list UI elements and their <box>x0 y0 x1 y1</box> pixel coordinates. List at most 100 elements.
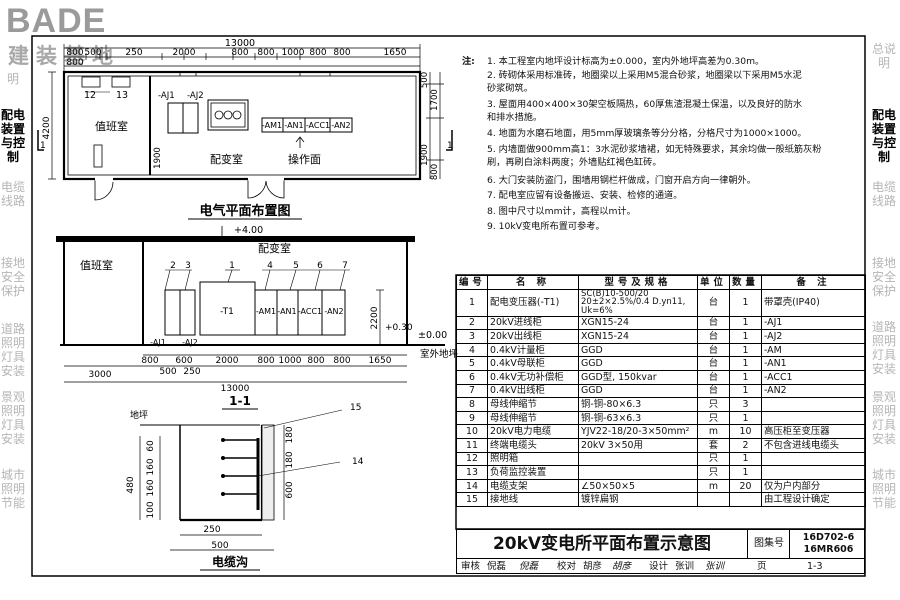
section-dim-5: 800 <box>307 356 324 366</box>
table-cell-name: 母线伸缩节 <box>487 397 579 412</box>
sidebar-left-item-notes[interactable]: 明 <box>6 72 19 86</box>
table-cell-no: 6 <box>456 369 488 385</box>
table-cell-qty: 1 <box>729 342 762 358</box>
trench-dim-left-4: 60 <box>146 440 156 452</box>
table-cell-spec: SC(B)10-500/20 20±2×2.5%/0.4 D.yn11, Uk=… <box>578 288 698 317</box>
sidebar-right-item-distribution[interactable]: 配电装置与控制 <box>871 108 896 164</box>
table-cell-remark: 仅为户内部分 <box>761 478 866 494</box>
check-signature: 胡彦 <box>612 561 632 572</box>
sidebar-left-item-distribution[interactable]: 配电装置与控制 <box>0 108 25 164</box>
sidebar-left-item-road-lighting[interactable]: 道路照明灯具安装 <box>0 322 25 378</box>
plan-section-mark-left: 1 <box>40 141 46 151</box>
table-cell-unit: 台 <box>697 369 730 385</box>
table-cell-unit <box>697 492 730 507</box>
sidebar-right-item-road-lighting[interactable]: 道路照明灯具安装 <box>871 320 896 376</box>
trench-dim-left-2: 160 <box>146 479 156 496</box>
sidebar-right-item-energy[interactable]: 城市照明节能 <box>871 468 896 510</box>
section-dim-4: 1000 <box>279 356 302 366</box>
sidebar-left-item-energy[interactable]: 城市照明节能 <box>0 468 25 510</box>
table-cell-remark: 由工程设计确定 <box>761 492 866 507</box>
trench-dim-left-0: 480 <box>126 476 136 493</box>
table-cell-qty: 1 <box>729 329 762 344</box>
plan-dim-5: 800 <box>257 48 274 58</box>
plan-dim-2: 250 <box>125 48 142 58</box>
col-remark-header: 备 注 <box>761 275 866 290</box>
plan-section-mark-right: 1 <box>447 141 453 151</box>
sidebar-right-item-cable[interactable]: 电缆线路 <box>871 180 896 208</box>
section-item-5: 5 <box>293 261 299 271</box>
table-cell-spec: GGD <box>578 356 698 371</box>
sidebar-left-item-landscape-lighting[interactable]: 景观照明灯具安装 <box>0 390 25 446</box>
plan-label-acc1: -ACC1 <box>306 121 330 130</box>
drawing-sheet: 13000 800 500 250 2000 800 800 1000 800 … <box>31 35 866 577</box>
section-item-1: 1 <box>229 261 235 271</box>
table-cell-qty: 1 <box>729 465 762 480</box>
table-cell-no: 14 <box>456 478 488 494</box>
section-dim-7: 1650 <box>369 356 392 366</box>
note-6: 6. 大门安装防盗门，围墙用钢栏杆做成，门窗开启方向一律朝外。 <box>487 175 756 186</box>
trench-dim-bottom-1: 500 <box>211 541 228 551</box>
table-cell-name: 0.4kV无功补偿柜 <box>487 369 579 385</box>
plan-view: 13000 800 500 250 2000 800 800 1000 800 … <box>37 38 453 220</box>
plan-sub-dim: 800 <box>66 58 83 68</box>
section-title: 1-1 <box>229 394 251 408</box>
section-item-4: 4 <box>267 261 273 271</box>
table-cell-unit: 台 <box>697 288 730 317</box>
plan-height-dim: 4200 <box>42 116 52 139</box>
plan-dim-7: 800 <box>309 48 326 58</box>
table-cell-remark <box>761 397 866 412</box>
table-cell-spec: YJV22-18/20-3×50mm² <box>578 424 698 439</box>
drawing-no-1: 16D702-6 <box>802 532 855 543</box>
sidebar-left-item-cable[interactable]: 电缆线路 <box>0 180 25 208</box>
table-cell-unit: 只 <box>697 397 730 412</box>
table-cell-unit: 台 <box>697 383 730 399</box>
table-cell-spec: GGD <box>578 342 698 358</box>
sidebar-right-item-notes[interactable]: 总说明 <box>871 42 896 70</box>
review-label: 审核 <box>461 561 481 572</box>
table-cell-remark <box>761 410 866 426</box>
sidebar-right-item-grounding[interactable]: 接地安全保护 <box>871 256 896 298</box>
note-2b: 砂浆砌筑。 <box>487 83 533 94</box>
trench-dim-left-1: 100 <box>146 501 156 518</box>
table-cell-no: 5 <box>456 356 488 371</box>
section-dim2-1: 500 <box>159 367 176 377</box>
note-5b: 刷，再刷白涂料两度；外墙贴红褐色缸砖。 <box>487 157 662 168</box>
section-label-acc1: -ACC1 <box>298 307 322 316</box>
table-cell-unit: 台 <box>697 342 730 358</box>
table-cell-name: 配电变压器(-T1) <box>487 288 579 317</box>
table-cell-no: 4 <box>456 342 488 358</box>
table-cell-qty: 3 <box>729 397 762 412</box>
trench-dim-right-2: 600 <box>285 481 295 498</box>
trench-title: 电缆沟 <box>212 554 248 569</box>
table-cell-remark: 带罩壳(IP40) <box>761 288 866 317</box>
sidebar-left: 明 配电装置与控制 电缆线路 接地安全保护 道路照明灯具安装 景观照明灯具安装 … <box>0 70 26 530</box>
section-label-an1: -AN1 <box>277 307 296 316</box>
sidebar-right-item-landscape-lighting[interactable]: 景观照明灯具安装 <box>871 390 896 446</box>
trench-callout-15: 15 <box>350 403 361 413</box>
plan-dim-1: 500 <box>84 48 101 58</box>
table-cell-no: 8 <box>456 397 488 412</box>
table-cell-no: 2 <box>456 315 488 331</box>
table-cell-spec: 镀锌扁钢 <box>578 492 698 507</box>
table-cell-no: 1 <box>456 288 488 317</box>
table-cell-name: 母线伸缩节 <box>487 410 579 426</box>
table-cell-spec: ∠50×50×5 <box>578 478 698 494</box>
section-total-dim: 13000 <box>221 384 250 394</box>
plan-outer-wall <box>62 70 422 181</box>
plan-total-dim: 13000 <box>225 38 255 49</box>
note-1: 1. 本工程室内地坪设计标高为±0.000，室内外地坪高差为0.30m。 <box>487 56 765 67</box>
section-label-aj1: -AJ1 <box>150 338 166 347</box>
plan-dim-3: 2000 <box>173 48 196 58</box>
table-cell-no: 10 <box>456 424 488 439</box>
section-outdoor-label-1: 室外地坪 <box>420 348 459 360</box>
table-cell-name: 20kV进线柜 <box>487 315 579 331</box>
table-cell-qty: 1 <box>729 288 762 317</box>
sidebar-left-item-grounding[interactable]: 接地安全保护 <box>0 256 25 298</box>
table-cell-remark: -AM <box>761 342 866 358</box>
plan-title: 电气平面布置图 <box>199 203 290 219</box>
table-cell-no: 15 <box>456 492 488 507</box>
